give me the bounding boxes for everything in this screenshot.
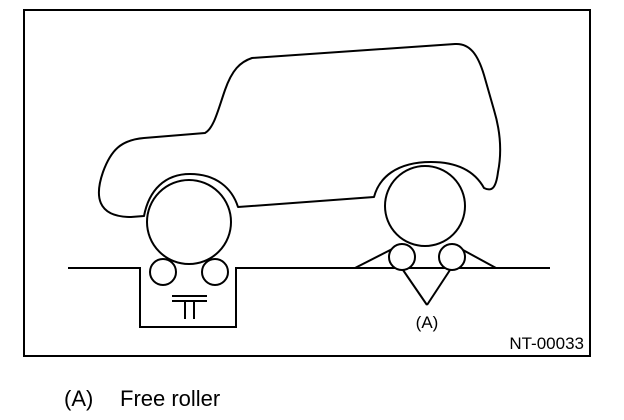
figure-code: NT-00033 — [509, 334, 584, 353]
dynamometer-roller-right — [201, 258, 229, 286]
callout-leader-lines — [402, 269, 451, 306]
vehicle-body — [97, 42, 502, 218]
vehicle-on-rollers-diagram: (A) NT-00033 — [23, 9, 591, 357]
ground-line-with-pit — [68, 267, 550, 328]
diagram-frame — [23, 9, 591, 357]
free-roller-right — [438, 243, 466, 271]
callout-label-a: (A) — [416, 313, 439, 332]
free-roller-stand — [354, 243, 497, 269]
legend-text: Free roller — [120, 386, 221, 411]
rear-wheel — [384, 165, 466, 247]
legend-key: (A) — [64, 386, 94, 411]
front-wheel — [146, 179, 232, 265]
dynamometer-symbol — [172, 295, 207, 319]
dynamometer-roller-left — [149, 258, 177, 286]
legend: (A) Free roller — [64, 384, 220, 414]
free-roller-left — [388, 243, 416, 271]
